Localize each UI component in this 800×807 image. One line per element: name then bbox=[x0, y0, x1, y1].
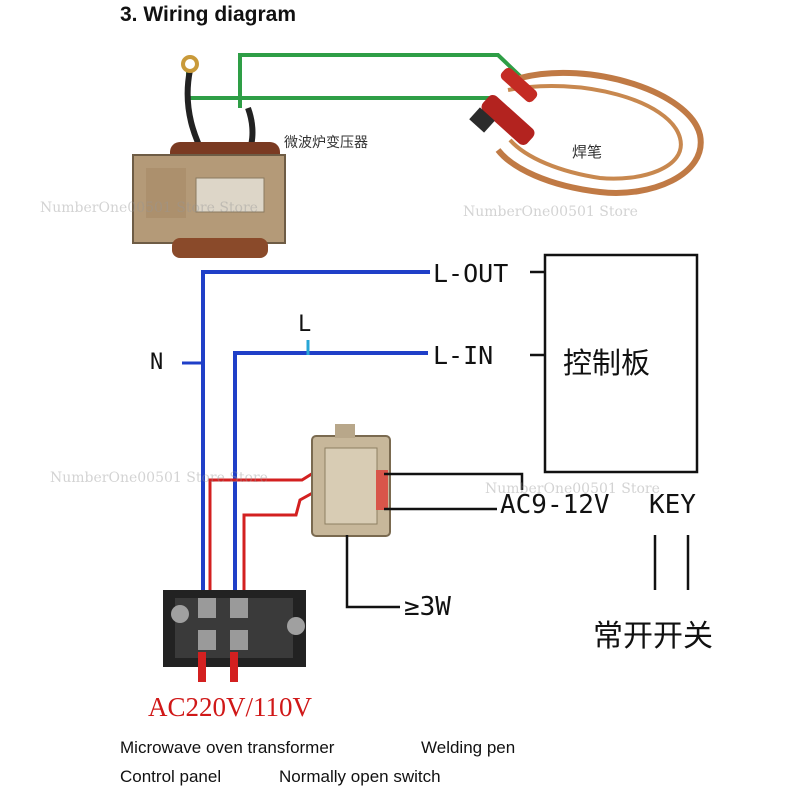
l-in-label: L-IN bbox=[433, 341, 494, 370]
watermark: NumberOne00501 Store bbox=[485, 481, 660, 497]
welding-pen bbox=[469, 67, 704, 196]
microwave-transformer-label: 微波炉变压器 bbox=[284, 135, 368, 151]
control-panel-box bbox=[543, 253, 699, 474]
page-title: 3. Wiring diagram bbox=[120, 3, 297, 26]
ac-low-voltage-label: AC9-12V bbox=[500, 490, 610, 520]
green-wires bbox=[186, 53, 524, 114]
black-wires bbox=[345, 270, 545, 609]
red-wires bbox=[208, 468, 319, 595]
power-wire bbox=[345, 535, 400, 609]
legend-welding-pen: Welding pen bbox=[421, 738, 516, 757]
blue-wire-l-out bbox=[201, 270, 430, 592]
mains-voltage-label: AC220V/110V bbox=[148, 692, 313, 722]
microwave-transformer bbox=[132, 55, 286, 258]
watermark: NumberOne00501 Store bbox=[463, 204, 638, 220]
legend-control-panel: Control panel bbox=[120, 767, 222, 786]
green-wire-upper bbox=[238, 53, 524, 108]
power-rating-label: ≥3W bbox=[404, 592, 451, 622]
legend-normally-open-switch: Normally open switch bbox=[279, 767, 441, 786]
blue-wires bbox=[201, 270, 430, 592]
transformer-label-plate bbox=[195, 177, 265, 213]
ac-wire-upper bbox=[384, 472, 524, 490]
green-wire-lower bbox=[186, 70, 502, 114]
ring-terminal bbox=[181, 55, 199, 73]
terminal-block bbox=[163, 590, 306, 682]
blue-wire-l-in bbox=[233, 351, 428, 592]
key-label: KEY bbox=[649, 490, 696, 520]
welding-pen-cable bbox=[495, 69, 704, 196]
switch-label: 常开开关 bbox=[593, 619, 713, 654]
legend-microwave-transformer: Microwave oven transformer bbox=[120, 738, 335, 757]
red-wire-left bbox=[208, 468, 319, 595]
control-panel-label: 控制板 bbox=[563, 346, 651, 380]
switch-leads bbox=[653, 535, 690, 590]
welding-pen-label: 焊笔 bbox=[572, 143, 603, 161]
n-label: N bbox=[150, 350, 164, 375]
watermark: NumberOne00501 Store Store bbox=[40, 200, 258, 216]
welding-pen-body bbox=[481, 94, 535, 146]
l-label: L bbox=[298, 312, 312, 337]
watermark: NumberOne00501 Store Store bbox=[50, 470, 268, 486]
red-wire-right bbox=[242, 488, 319, 595]
small-transformer bbox=[311, 424, 391, 537]
l-out-label: L-OUT bbox=[433, 259, 509, 288]
